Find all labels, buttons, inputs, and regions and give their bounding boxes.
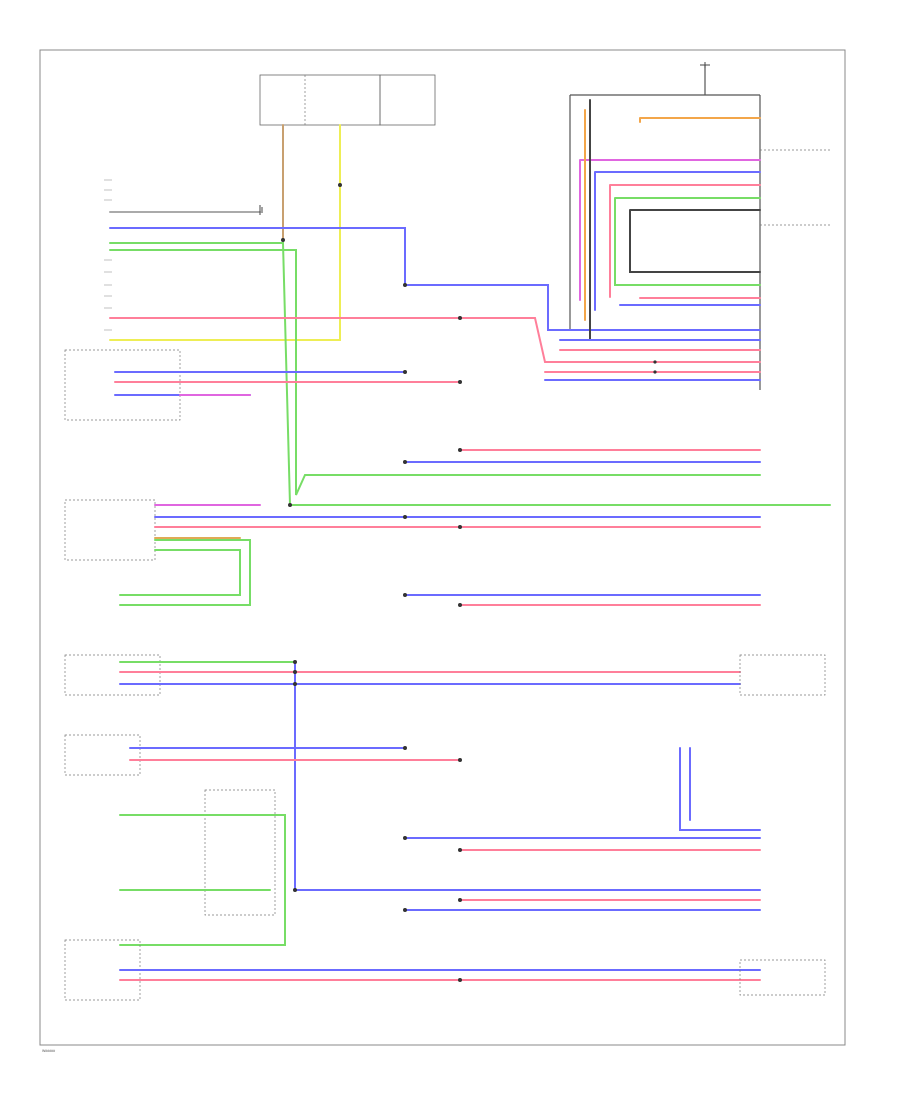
wire-blue-top [594,171,761,311]
wire-orange-top [639,117,761,123]
connector-block-mid [64,654,161,696]
wire-pink-top [609,184,761,298]
wire-dark-top [629,209,761,273]
fuse-box-right [379,74,436,126]
splice-dot-icon [281,183,657,982]
connector-pins-left [104,179,112,331]
wire-green-1 [109,242,831,506]
diagram-frame [39,49,846,1046]
connector-block-left [64,499,156,561]
wire-green-2 [109,249,761,496]
relay-block [204,789,276,916]
wire-yellow-fuse [109,124,341,341]
fuse-box [259,74,381,126]
wire-blue-main [109,227,761,331]
sensor-box-1 [64,349,181,421]
wire-magenta-top [579,159,761,301]
wire-green-top [614,197,761,286]
wire-pink-main [109,317,761,363]
ground-icon [259,62,710,215]
footer-code: W##### [42,1049,55,1053]
